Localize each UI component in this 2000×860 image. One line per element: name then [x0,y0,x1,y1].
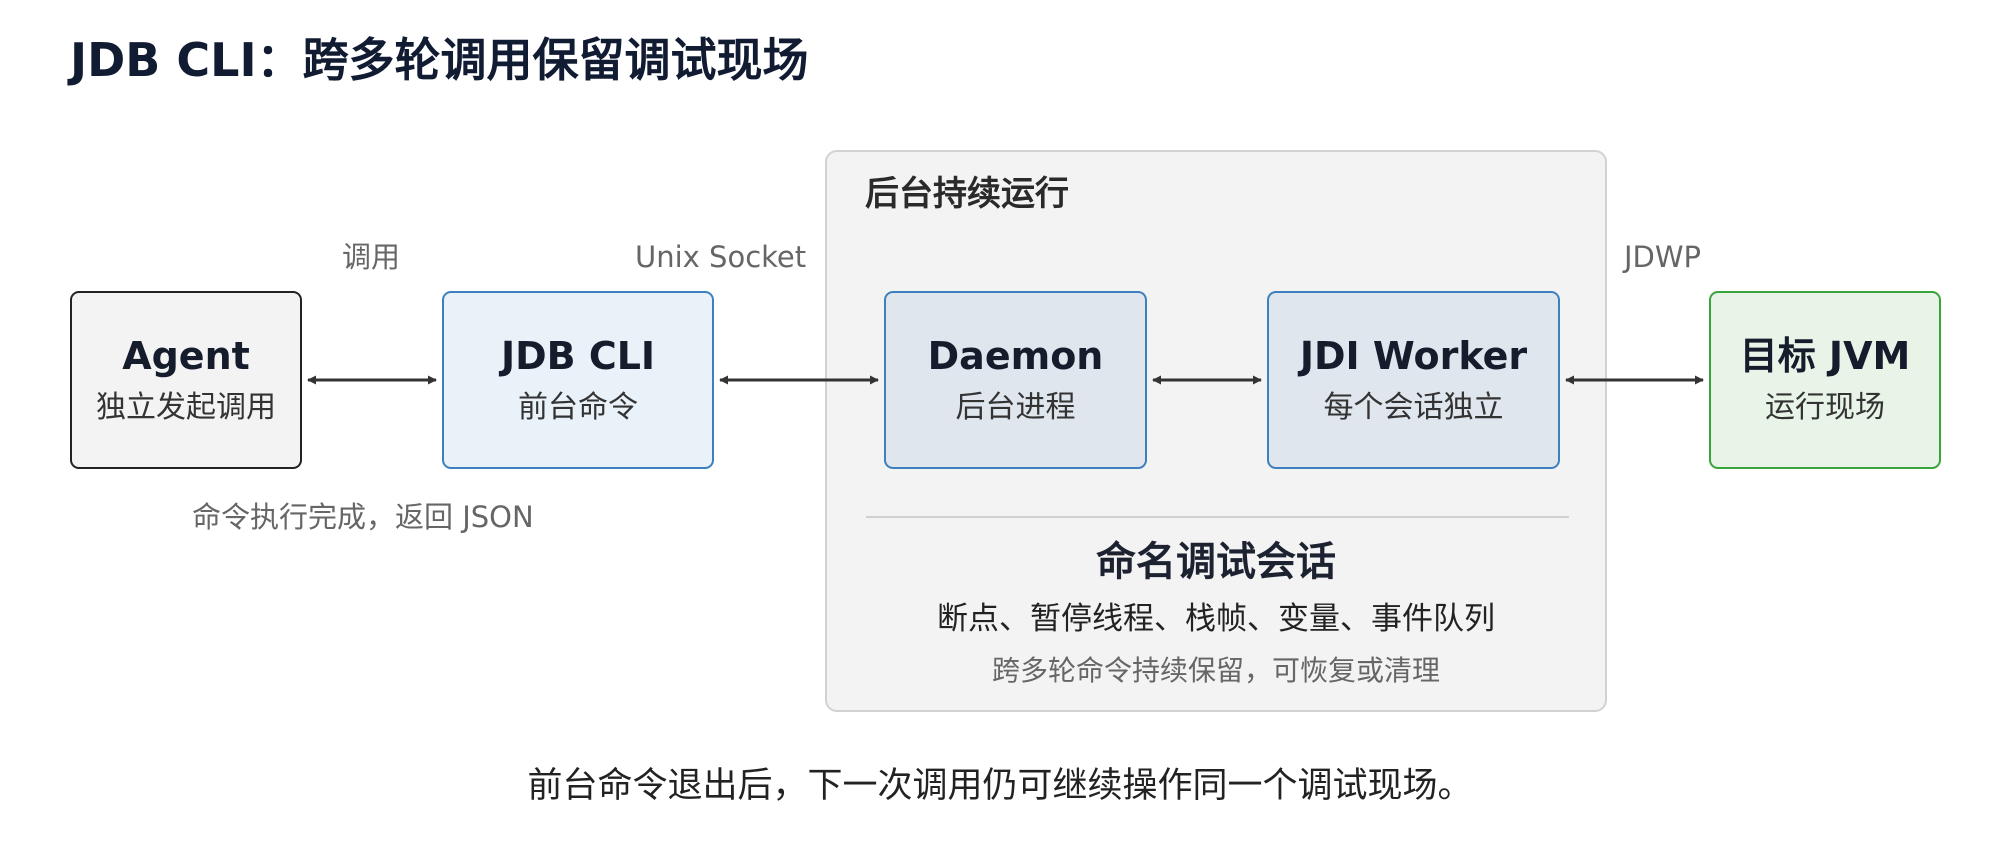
jdb-cli-subtitle: 前台命令 [518,390,638,425]
edge-label-jdwp: JDWP [1624,240,1702,274]
session-divider [866,516,1569,518]
agent-node: Agent 独立发起调用 [70,291,302,469]
return-json-note: 命令执行完成，返回 JSON [192,500,534,534]
jdb-cli-name: JDB CLI [500,334,656,378]
jdi-worker-name: JDI Worker [1299,334,1528,378]
jdb-cli-node: JDB CLI 前台命令 [442,291,714,469]
page-title: JDB CLI：跨多轮调用保留调试现场 [70,33,809,87]
session-title: 命名调试会话 [1096,539,1336,585]
daemon-name: Daemon [927,334,1104,378]
target-jvm-node: 目标 JVM 运行现场 [1709,291,1941,469]
edge-label-unix-socket: Unix Socket [635,240,807,274]
agent-name: Agent [122,334,250,378]
target-jvm-name: 目标 JVM [1739,334,1911,378]
footer-caption: 前台命令退出后，下一次调用仍可继续操作同一个调试现场。 [527,766,1473,806]
jdi-worker-node: JDI Worker 每个会话独立 [1267,291,1560,469]
session-note: 跨多轮命令持续保留，可恢复或清理 [991,654,1440,687]
daemon-subtitle: 后台进程 [955,390,1076,425]
agent-subtitle: 独立发起调用 [96,390,276,425]
jdi-worker-subtitle: 每个会话独立 [1323,390,1504,425]
edge-label-call: 调用 [342,240,401,274]
target-jvm-subtitle: 运行现场 [1765,390,1885,425]
daemon-node: Daemon 后台进程 [884,291,1147,469]
session-detail: 断点、暂停线程、栈帧、变量、事件队列 [937,601,1495,637]
background-group-title: 后台持续运行 [865,174,1069,214]
